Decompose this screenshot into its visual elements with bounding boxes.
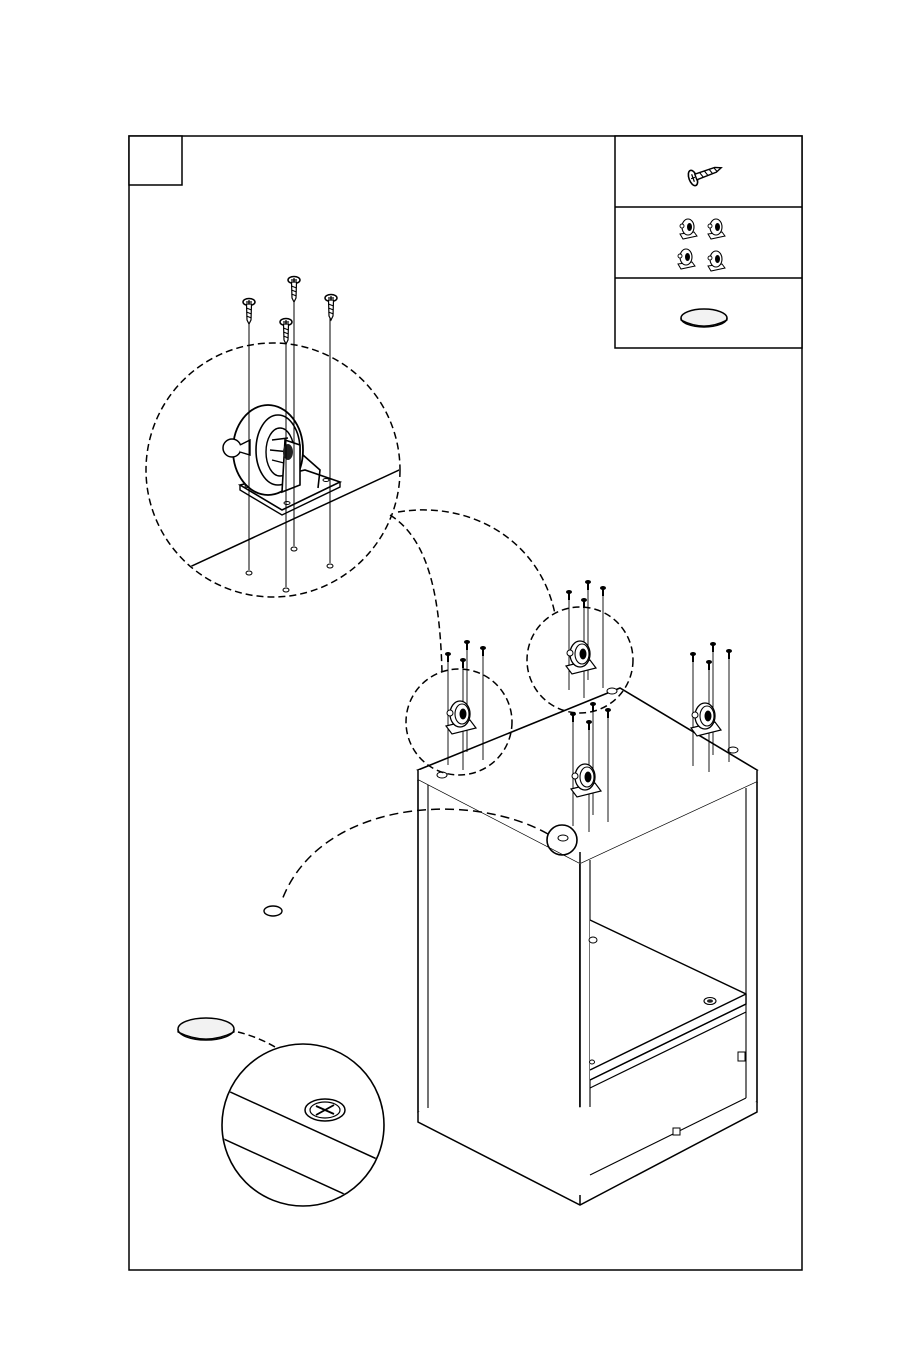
caster-detail-callout (140, 343, 410, 597)
detail-connector-left (390, 515, 442, 672)
cap-detail-callout (178, 1018, 390, 1215)
caster-back (566, 580, 606, 698)
detail-connector-right (398, 510, 555, 614)
parts-panel (615, 136, 802, 348)
cover-cap-small (264, 906, 282, 916)
step-number-box (129, 136, 182, 185)
cover-cap-part-icon (681, 309, 727, 327)
